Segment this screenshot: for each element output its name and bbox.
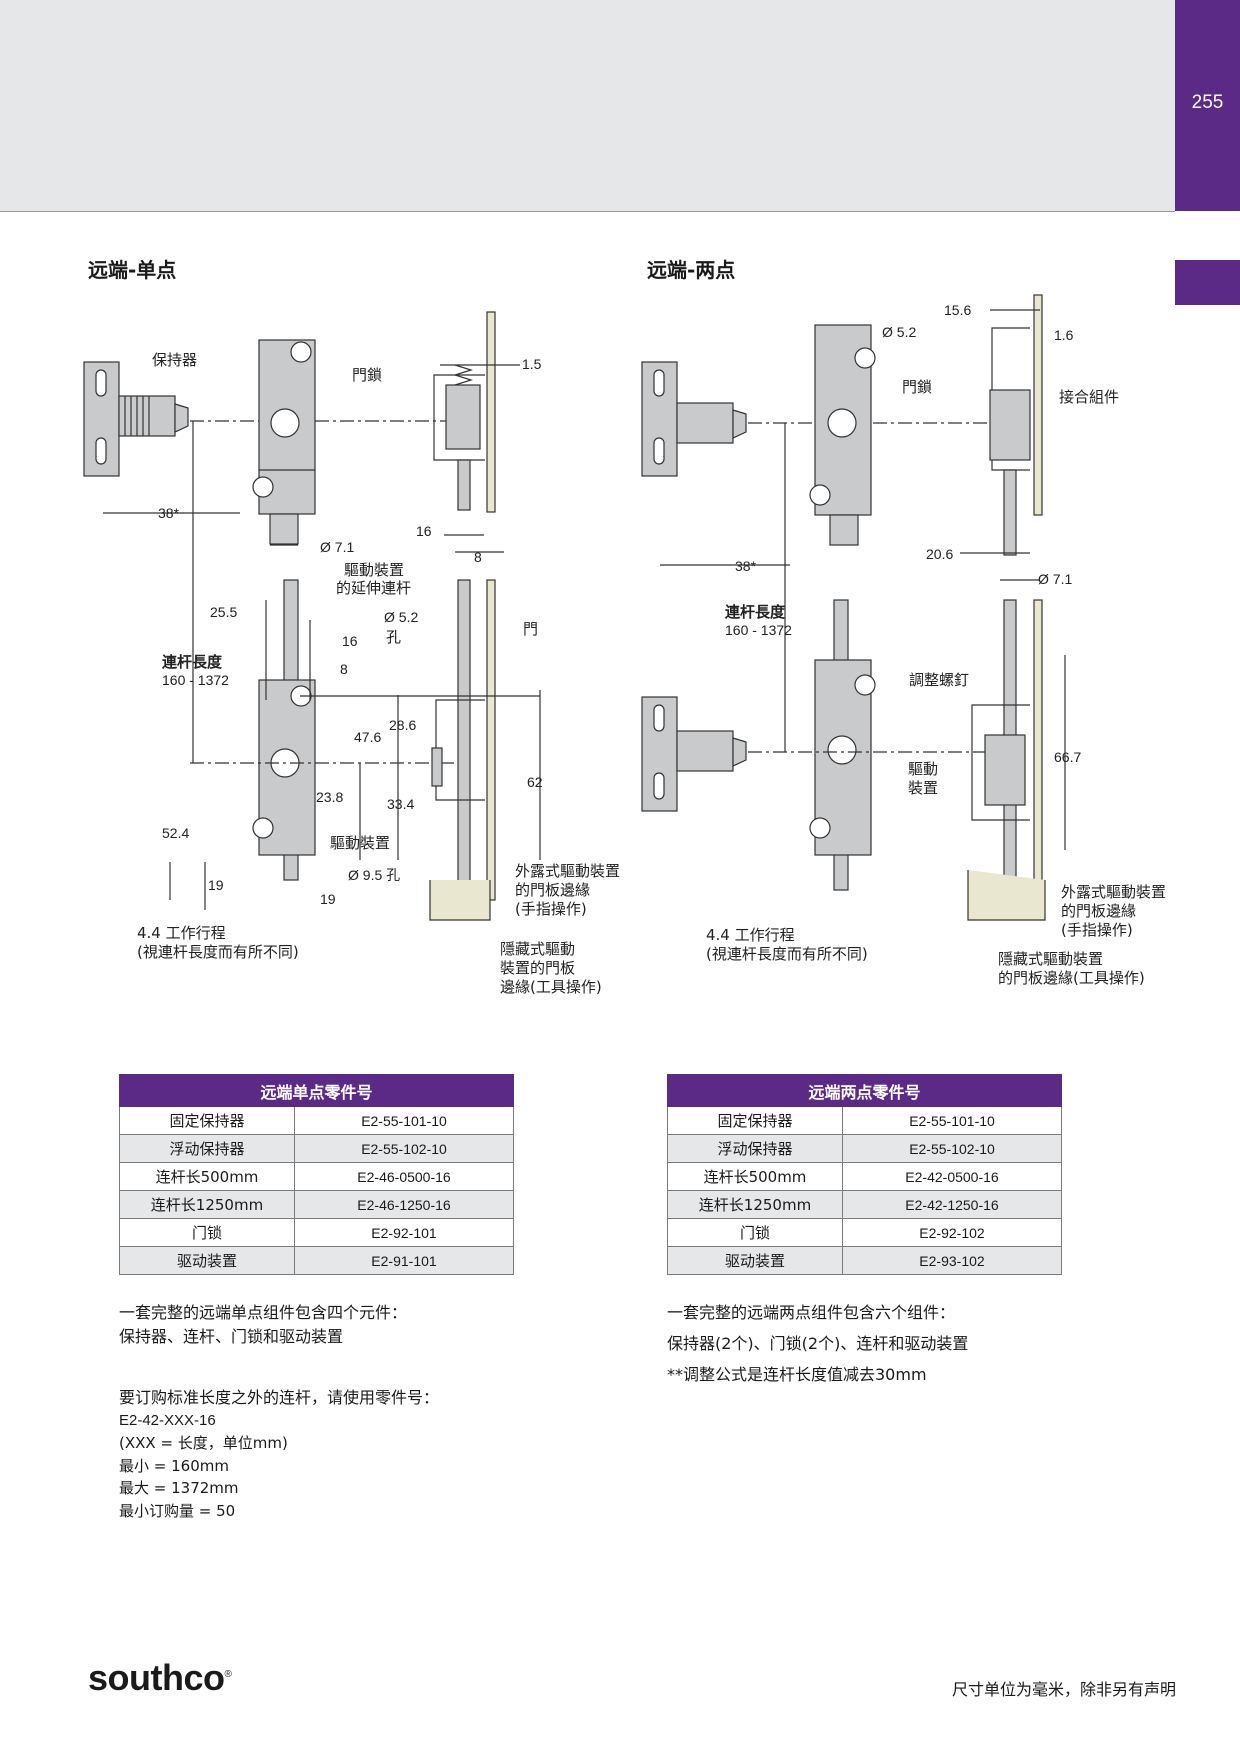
label-rod-length: 連杆長度: [162, 653, 223, 671]
technical-drawing: 保持器 門鎖 1.5 38* 16 8 Ø 7.1 驅動裝置 的延伸連杆 25.…: [60, 285, 1180, 1005]
dim-38: 38*: [158, 505, 180, 521]
dim-1-6: 1.6: [1054, 327, 1074, 343]
header-band: [0, 0, 1175, 212]
dim-52-4: 52.4: [162, 825, 189, 841]
label-exposed-right-3: (手指操作): [1061, 921, 1133, 939]
label-latch-right: 門鎖: [902, 378, 932, 396]
label-exposed-2: 的門板邊緣: [515, 881, 590, 899]
dim-8b: 8: [340, 661, 348, 677]
label-hidden-1: 隱藏式驅動: [500, 940, 575, 958]
label-exposed-right-2: 的門板邊緣: [1061, 902, 1136, 920]
dim-25-5: 25.5: [210, 604, 237, 620]
dim-23-8: 23.8: [316, 789, 343, 805]
label-exposed-1: 外露式驅動裝置: [515, 862, 620, 880]
dim-d7-1-right: Ø 7.1: [1038, 571, 1072, 587]
label-travel-right-2: (視連杆長度而有所不同): [706, 945, 868, 963]
section-title-double: 远端-两点: [647, 258, 736, 282]
label-exposed-3: (手指操作): [515, 900, 587, 918]
label-actuator-right-2: 裝置: [908, 779, 938, 797]
label-rod-length-right: 連杆長度: [725, 603, 786, 621]
label-hidden-right-1: 隱藏式驅動裝置: [998, 950, 1103, 968]
label-rod-range: 160 - 1372: [162, 672, 229, 688]
dim-62: 62: [527, 774, 543, 790]
label-rod-range-right: 160 - 1372: [725, 622, 792, 638]
units-note: 尺寸单位为毫米，除非另有声明: [951, 1680, 1176, 1699]
label-travel-2: (視連杆長度而有所不同): [137, 943, 299, 961]
label-hole: 孔: [386, 628, 401, 646]
note-double: 一套完整的远端两点组件包含六个组件： 保持器(2个)、门锁(2个)、连杆和驱动装…: [667, 1303, 969, 1384]
dim-33-4: 33.4: [387, 796, 414, 812]
header-tab: [1175, 0, 1240, 211]
dim-15-6: 15.6: [944, 302, 971, 318]
label-hidden-3: 邊緣(工具操作): [500, 978, 602, 996]
dim-20-6: 20.6: [926, 546, 953, 562]
dim-d9-5: Ø 9.5 孔: [348, 867, 400, 883]
order-info: 要订购标准长度之外的连杆，请使用零件号： E2-42-XXX-16 (XXX =…: [119, 1388, 440, 1520]
label-travel-1: 4.4 工作行程: [137, 924, 226, 942]
side-tab: [1175, 260, 1240, 305]
dim-19b: 19: [320, 891, 336, 907]
section-title-single: 远端-单点: [88, 258, 177, 282]
label-exposed-right-1: 外露式驅動裝置: [1061, 883, 1166, 901]
label-actuator: 驅動裝置: [330, 834, 390, 852]
dim-16b: 16: [342, 633, 358, 649]
label-latch: 門鎖: [352, 366, 382, 384]
note-single: 一套完整的远端单点组件包含四个元件： 保持器、连杆、门锁和驱动装置: [119, 1303, 408, 1346]
label-hidden-2: 裝置的門板: [500, 959, 575, 977]
dim-28-6: 28.6: [389, 717, 416, 733]
page-number: 255: [1191, 92, 1224, 113]
dim-47-6: 47.6: [354, 729, 381, 745]
label-travel-right-1: 4.4 工作行程: [706, 926, 795, 944]
label-ext-rod-2: 的延伸連杆: [336, 579, 411, 597]
dim-d5-2: Ø 5.2: [384, 609, 418, 625]
label-ext-rod-1: 驅動裝置: [344, 561, 404, 579]
label-hidden-right-2: 的門板邊緣(工具操作): [998, 969, 1145, 987]
dim-19a: 19: [208, 877, 224, 893]
dim-8: 8: [474, 549, 482, 565]
dim-d7-1: Ø 7.1: [320, 539, 354, 555]
label-door: 門: [523, 620, 538, 638]
retainer-stud: [118, 395, 176, 437]
dim-66-7: 66.7: [1054, 749, 1081, 765]
label-actuator-right-1: 驅動: [908, 760, 938, 778]
label-adjust-screw: 調整螺釘: [909, 671, 969, 689]
dim-1-5: 1.5: [522, 356, 542, 372]
label-engage: 接合組件: [1059, 388, 1119, 406]
label-retainer: 保持器: [152, 351, 197, 369]
brand-logo: southco®: [88, 1657, 232, 1698]
table-title: 远端单点零件号: [119, 1074, 514, 1107]
dim-16: 16: [416, 523, 432, 539]
dim-d5-2-right: Ø 5.2: [882, 324, 916, 340]
table-title: 远端两点零件号: [667, 1074, 1062, 1107]
dim-38-right: 38*: [735, 558, 757, 574]
